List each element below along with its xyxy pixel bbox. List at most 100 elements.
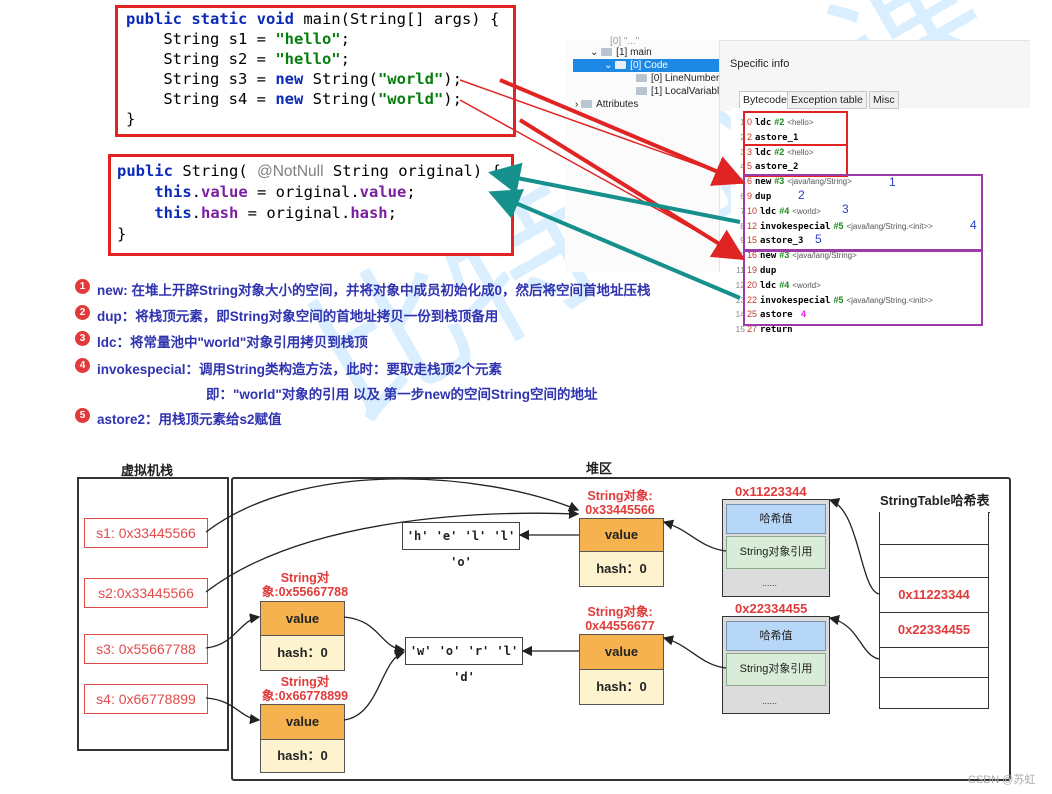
bytecode-offset: 25 — [747, 309, 758, 320]
constant-comment: <hello> — [787, 147, 814, 157]
arrow-s1-to-obj — [205, 478, 580, 533]
s3-end: ); — [443, 70, 462, 88]
hash-field-src: hash — [350, 204, 388, 222]
constant-comment: <world> — [792, 280, 821, 290]
s2-literal: "hello" — [275, 50, 341, 68]
bytecode-offset: 19 — [747, 265, 758, 275]
badge-2: 2 — [75, 305, 90, 320]
value-field: value — [201, 183, 248, 201]
semicolon: ; — [340, 50, 350, 68]
constant-comment: <world> — [792, 206, 821, 216]
stack-var-s4: s4: 0x66778899 — [84, 684, 208, 714]
arrow-s3-to-obj — [205, 613, 261, 649]
tree-item-code[interactable]: ⌄ [0] Code — [604, 60, 668, 71]
folder-icon — [636, 87, 647, 96]
badge-3: 3 — [75, 331, 90, 346]
stack-var-s2: s2:0x33445566 — [84, 578, 208, 608]
line-number: 2 — [740, 131, 745, 142]
line-number: 14 — [735, 309, 745, 320]
tree-item-linenumber[interactable]: [0] LineNumber — [636, 73, 719, 84]
specific-info-label: Specific info — [730, 58, 790, 70]
s3-decl: String s3 = — [126, 70, 276, 88]
line-number: 6 — [740, 191, 745, 201]
arrow-invoke2-to-ctor — [488, 189, 741, 300]
bytecode-instruction: new — [760, 251, 777, 262]
s4-ctor: String( — [303, 90, 378, 108]
bytecode-offset: 5 — [747, 161, 753, 172]
note-astore2: astore2：用栈顶元素给s2赋值 — [97, 412, 282, 427]
line-number: 1 — [740, 117, 745, 127]
bytecode-instruction: invokespecial — [760, 295, 831, 306]
s4-decl: String s4 = — [126, 90, 276, 108]
arrow-table-to-entry2 — [828, 615, 880, 660]
tree-item-code-selected[interactable] — [573, 59, 719, 72]
entry-dots-1: ...... — [762, 578, 778, 588]
char-array-world: 'w' 'o' 'r' 'l' 'd' — [405, 637, 523, 684]
s4-new-kw: new — [275, 90, 304, 108]
entry-dots-2: ...... — [762, 696, 778, 706]
end: ; — [406, 183, 416, 201]
step-1: 1 — [889, 175, 896, 189]
folder-icon — [636, 74, 647, 83]
stack-var-s1: s1: 0x33445566 — [84, 518, 208, 548]
tab-exception-table[interactable]: Exception table — [787, 91, 867, 109]
line-number: 3 — [740, 146, 745, 157]
bytecode-offset: 3 — [747, 146, 753, 157]
constant-ref: #3 — [774, 176, 785, 187]
s2-decl: String s2 = — [126, 50, 276, 68]
tree-item-attributes[interactable]: › Attributes — [575, 99, 639, 110]
this-kw-2: this — [117, 204, 192, 222]
arrow-big-red-2 — [518, 118, 746, 261]
main-code: public static void main(String[] args) {… — [126, 9, 499, 129]
constant-ref: #2 — [774, 117, 785, 127]
bytecode-instruction: ldc — [755, 118, 772, 128]
chevron-down-icon: ⌄ — [590, 47, 602, 58]
ctor-sig-start: String( — [173, 162, 257, 180]
stringtable-cell-4 — [879, 648, 989, 678]
arrow-big-red-1 — [499, 78, 746, 186]
stack-title: 虚拟机栈 — [121, 463, 174, 478]
tree-item-main[interactable]: ⌄ [1] main — [590, 47, 652, 58]
stringtable-title: StringTable哈希表 — [880, 493, 990, 508]
tab-misc[interactable]: Misc — [869, 91, 899, 109]
tree-item-top[interactable]: [0] "..." — [610, 36, 640, 47]
heap-title: 堆区 — [586, 461, 613, 476]
constant-comment: <hello> — [787, 118, 814, 127]
notnull-annotation: @NotNull — [257, 163, 324, 180]
note-dup: dup：将栈顶元素，即String对象空间的首地址拷贝一份到栈顶备用 — [97, 309, 499, 324]
folder-icon — [615, 61, 627, 70]
object-title-55667788: String对 象:0x55667788 — [261, 571, 349, 599]
line-number: 8 — [740, 220, 745, 231]
constant-ref: #5 — [833, 294, 844, 305]
arrow-s4-to-obj — [205, 697, 261, 725]
bytecode-instruction: ldc — [760, 206, 777, 217]
this-kw: this — [117, 183, 192, 201]
s3-new-kw: new — [275, 70, 304, 88]
tree-item-localvariable[interactable]: [1] LocalVariabl — [636, 86, 719, 97]
assign: = original. — [247, 183, 360, 201]
badge-4: 4 — [75, 358, 90, 373]
constant-comment: <java/lang/String> — [792, 251, 857, 261]
object-title-44556677: String对象: 0x44556677 — [585, 605, 655, 633]
bytecode-offset: 15 — [747, 235, 758, 246]
constant-comment: <java/lang/String.<init>> — [846, 295, 933, 305]
step-4: 4 — [970, 218, 977, 232]
tab-bytecode[interactable]: Bytecode — [739, 91, 791, 109]
constant-ref: #2 — [774, 146, 785, 157]
arrow-table-to-entry1 — [828, 497, 880, 595]
main-signature: main(String[] args) { — [293, 10, 500, 28]
arrow-value66-world — [343, 649, 406, 721]
semicolon: ; — [340, 30, 350, 48]
bytecode-offset: 9 — [747, 191, 753, 201]
